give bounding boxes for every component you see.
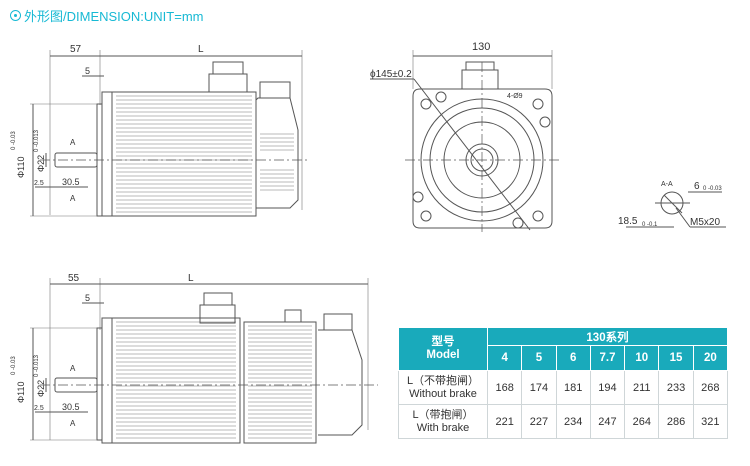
value-cell: 174 <box>521 370 557 405</box>
dim-130: 130 <box>472 41 490 53</box>
value-cell: 168 <box>486 370 523 405</box>
motor-side-view-with-brake: 55 L 5 Φ110 0 -0.03 Φ22 0 -0.013 2.5 30.… <box>11 273 378 444</box>
section-mark-a-top: A <box>70 138 76 147</box>
dim-30-5: 30.5 <box>62 177 80 187</box>
value-cell: 264 <box>624 404 660 439</box>
model-cell: 20 <box>692 345 729 371</box>
row-label-en: Without brake <box>409 387 477 400</box>
value-cell: 234 <box>555 404 591 439</box>
thread-m5x20: M5x20 <box>690 217 720 228</box>
circle-dot-icon <box>10 10 21 21</box>
tol-22-brake: 0 -0.013 <box>34 354 40 377</box>
tol-18-5: 0 -0.1 <box>642 222 658 228</box>
title-text: 外形图/DIMENSION:UNIT=mm <box>24 9 204 24</box>
dim-30-5-brake: 30.5 <box>62 402 80 412</box>
model-cell: 6 <box>555 345 591 371</box>
dim-2-5: 2.5 <box>34 180 44 187</box>
section-mark-a-bottom-brake: A <box>70 419 76 428</box>
dim-2-5-brake: 2.5 <box>34 405 44 412</box>
model-cell: 4 <box>486 345 523 371</box>
value-cell: 321 <box>692 404 729 439</box>
tol-110-brake: 0 -0.03 <box>11 356 17 375</box>
dim-l: L <box>198 44 204 55</box>
dim-18-5: 18.5 <box>618 216 638 227</box>
row-label-cn: L（不带抱闸） <box>406 374 480 387</box>
section-a-a: A-A 6 0 -0.03 18.5 0 -0.1 M5x20 <box>618 181 726 228</box>
tol-6: 0 -0.03 <box>703 186 722 192</box>
row-label: L（不带抱闸）Without brake <box>398 370 488 405</box>
section-label: A-A <box>661 181 673 188</box>
row-label-cn: L（带抱闸） <box>412 408 474 421</box>
model-cell: 5 <box>521 345 557 371</box>
dim-phi110-brake: Φ110 <box>16 381 26 403</box>
dim-6: 6 <box>694 181 700 192</box>
dim-57: 57 <box>70 44 82 55</box>
model-cell: 10 <box>624 345 660 371</box>
value-cell: 211 <box>624 370 660 405</box>
model-cell: 7.7 <box>589 345 626 371</box>
section-mark-a-bottom: A <box>70 194 76 203</box>
value-cell: 181 <box>555 370 591 405</box>
section-mark-a-top-brake: A <box>70 364 76 373</box>
value-cell: 227 <box>521 404 557 439</box>
dim-55: 55 <box>68 273 80 284</box>
value-cell: 286 <box>658 404 694 439</box>
dim-phi22: Φ22 <box>36 155 46 172</box>
tol-110: 0 -0.03 <box>11 131 17 150</box>
model-header-en: Model <box>426 349 460 361</box>
dim-l-brake: L <box>188 273 194 284</box>
value-cell: 194 <box>589 370 626 405</box>
dim-phi145: ϕ145±0.2 <box>370 69 412 80</box>
section-title: 外形图/DIMENSION:UNIT=mm <box>10 6 203 25</box>
value-cell: 221 <box>486 404 523 439</box>
dim-phi22-brake: Φ22 <box>36 380 46 397</box>
value-cell: 247 <box>589 404 626 439</box>
row-label: L（带抱闸）With brake <box>398 404 488 439</box>
holes-4-phi9: 4-Ø9 <box>507 93 523 100</box>
value-cell: 233 <box>658 370 694 405</box>
dim-phi110: Φ110 <box>16 156 26 178</box>
model-cell: 15 <box>658 345 694 371</box>
series-header: 130系列 <box>487 327 728 346</box>
motor-front-view: 130 ϕ145±0.2 4-Ø9 <box>370 41 560 232</box>
row-label-en: With brake <box>416 421 470 434</box>
value-cell: 268 <box>692 370 729 405</box>
tol-22: 0 -0.013 <box>34 129 40 152</box>
dim-5-brake: 5 <box>85 293 90 303</box>
model-header-cn: 型号 <box>431 336 455 348</box>
motor-side-view-no-brake: 57 L 5 Φ110 0 -0.03 Φ22 0 -0.013 2.5 30.… <box>11 44 310 217</box>
dim-5: 5 <box>85 66 90 76</box>
